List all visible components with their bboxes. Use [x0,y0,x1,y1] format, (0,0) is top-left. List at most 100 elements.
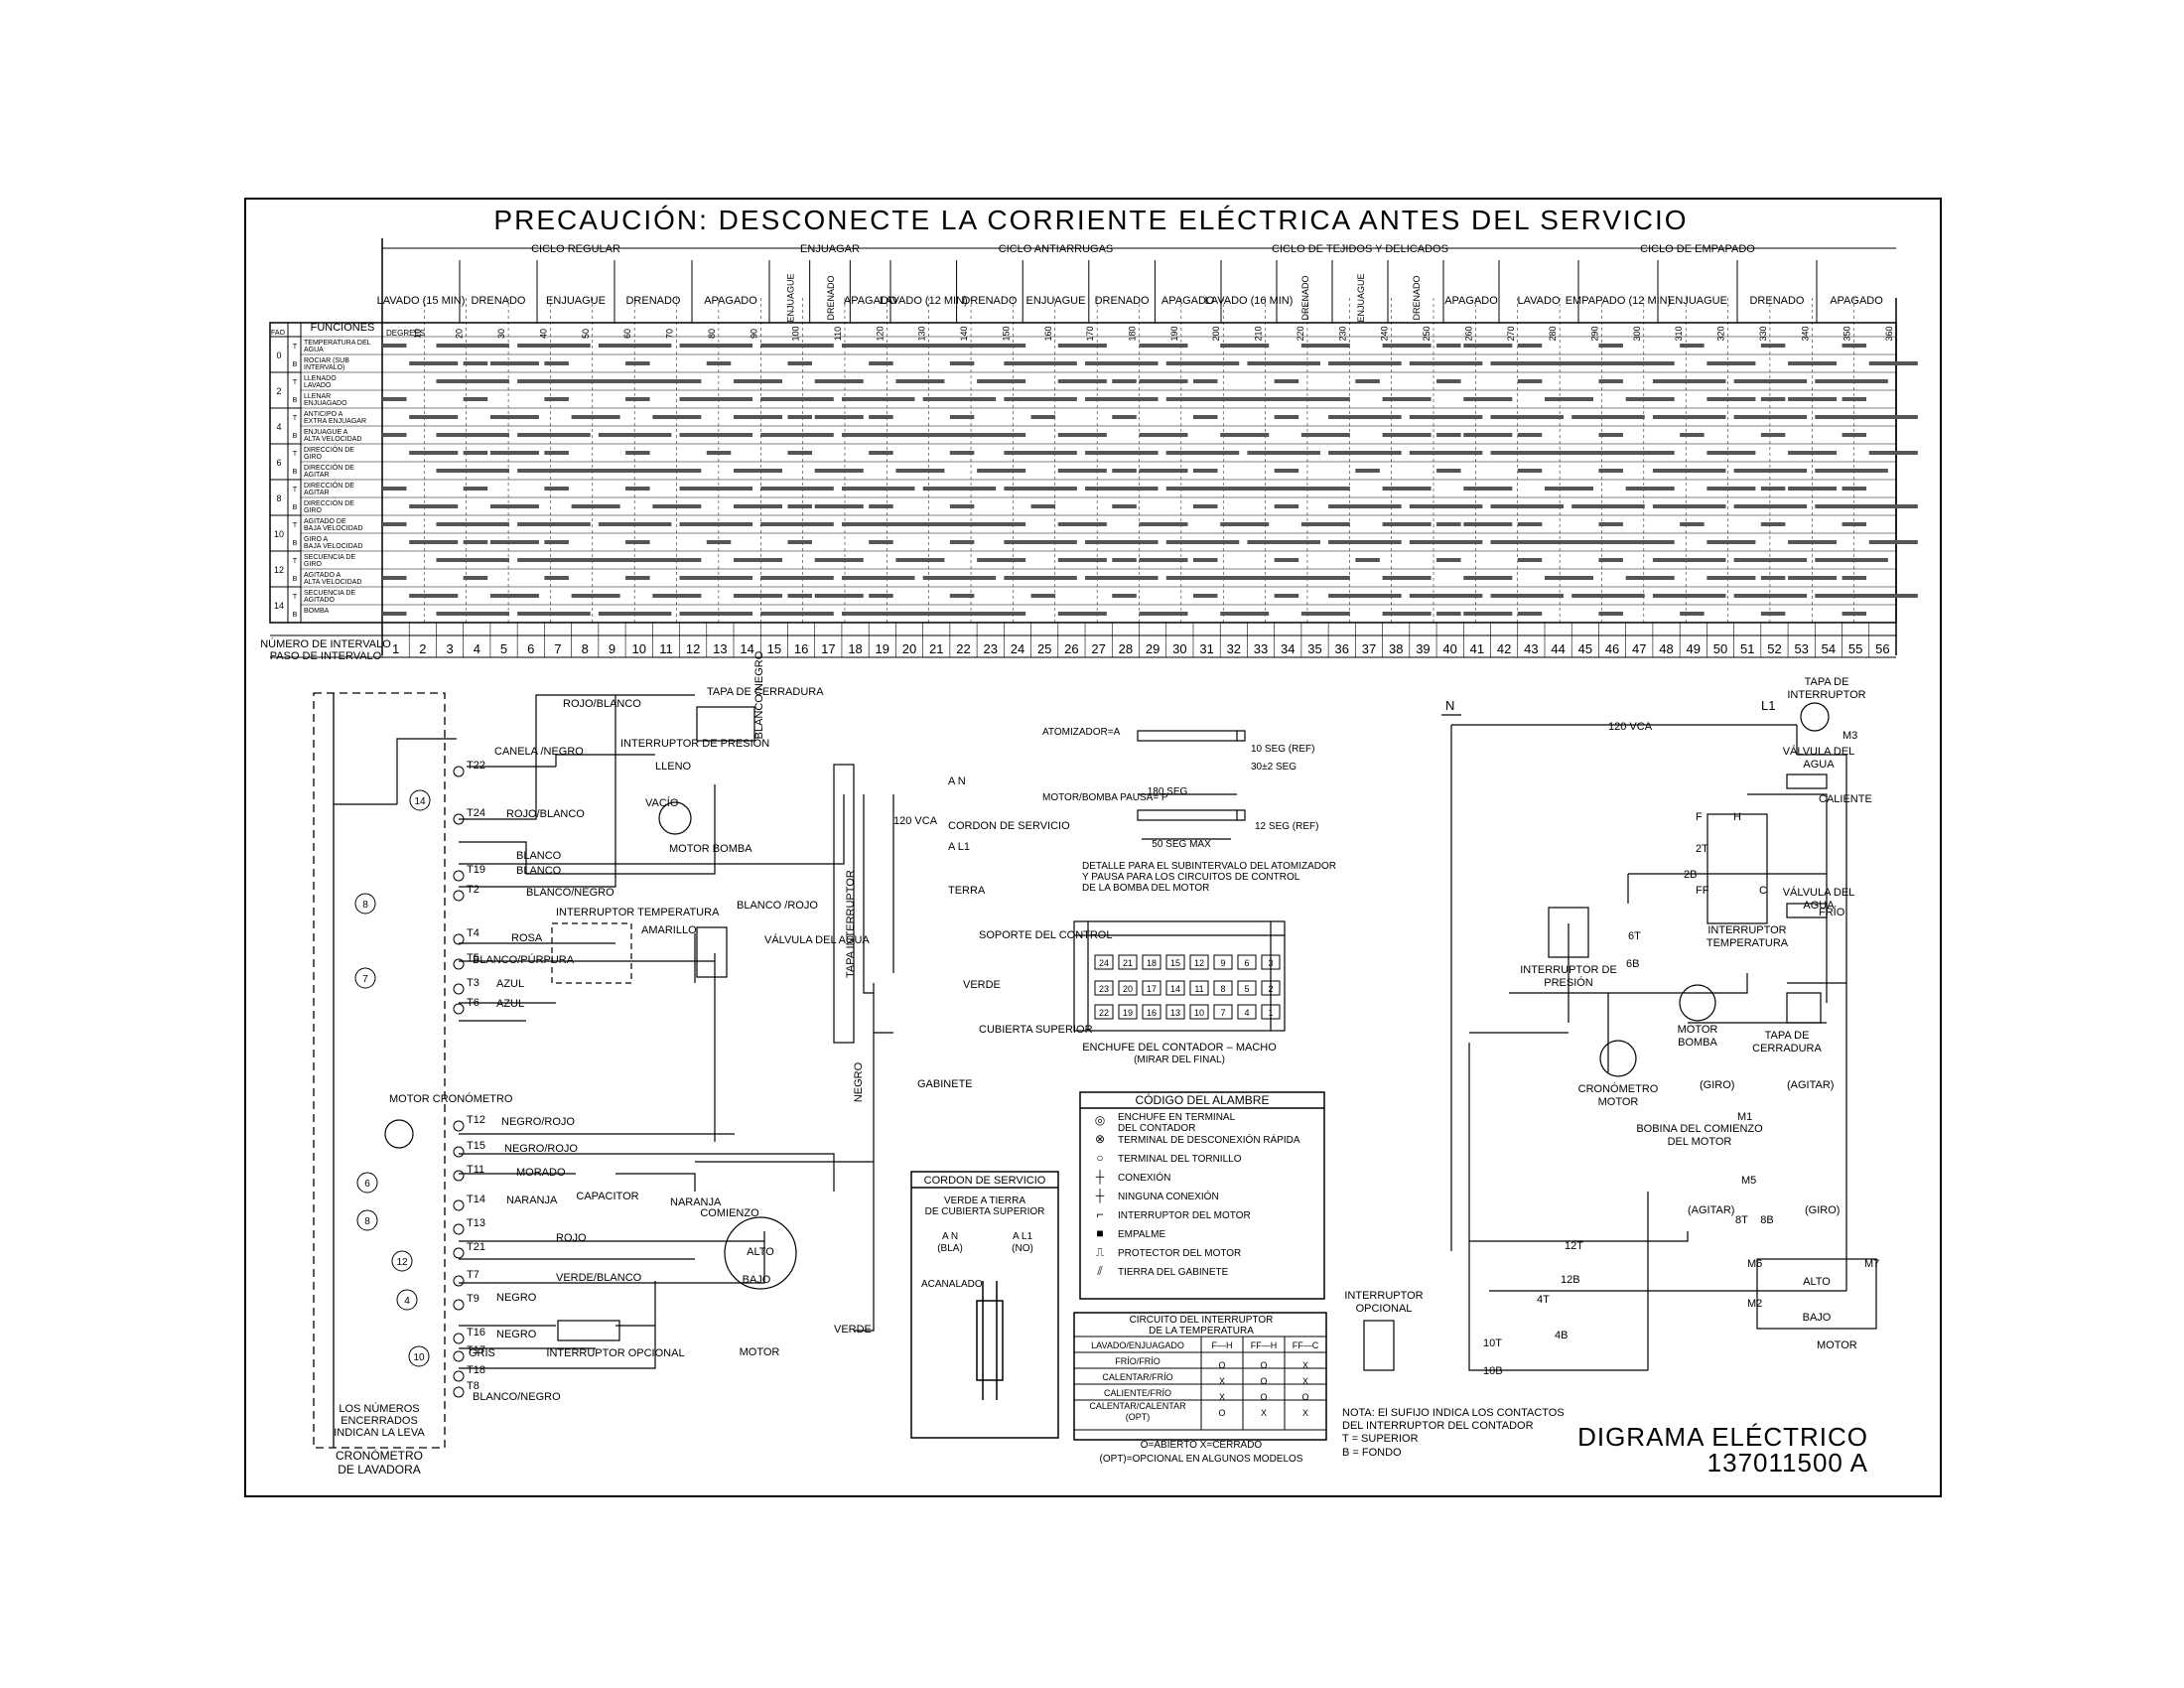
phase-label: DRENADO [1412,275,1422,320]
interval-number: 29 [1146,641,1160,656]
contact-label: T [293,379,298,386]
wire-code-symbol: ⎍ [1096,1245,1105,1259]
wire-label: AZUL [496,998,524,1010]
right-label: 120 VCA [1608,721,1653,733]
function-label: BOMBA [304,608,330,615]
function-label: TEMPERATURA DEL [304,340,371,347]
degree-label: 10 [412,329,422,339]
timing-bar [1355,379,1380,383]
spray-caption: DETALLE PARA EL SUBINTERVALO DEL ATOMIZA… [1082,861,1336,872]
terminal-circle [453,1146,465,1158]
connector-pin-label: 21 [1123,958,1133,968]
cam-circle [354,967,376,989]
timing-bar [949,451,975,455]
spray-atomizer: ATOMIZADOR=A [1042,727,1121,738]
timing-bar [760,433,834,437]
timing-bar [1598,433,1623,437]
interval-number: 55 [1848,641,1862,656]
function-label: SECUENCIA DE [304,554,355,561]
degree-label: 30 [496,329,506,339]
timing-bar [1490,451,1565,455]
right-label: 8T [1735,1214,1748,1226]
temp-table-cell: O [1260,1392,1267,1402]
right-label: MOTOR [1678,1024,1718,1036]
degree-label: 110 [833,327,843,341]
timing-bar [814,558,864,562]
terminal-label: T8 [467,1380,479,1392]
timing-bar [814,594,864,598]
timing-bar [652,594,702,598]
interval-number: 30 [1172,641,1186,656]
timing-bar [1680,379,1705,383]
timing-bar [1706,576,1756,580]
function-label: AGUA [304,347,324,353]
timing-bar [1192,504,1218,508]
supply-label: TERRA [948,885,986,897]
timing-bar [436,469,509,473]
function-label: BAJA VELOCIDAD [304,525,363,532]
degree-label: 160 [1043,326,1053,341]
interval-number: 31 [1199,641,1213,656]
component-label: ALTO [747,1246,774,1258]
service-cord-bla: (BLA) [937,1243,963,1254]
function-label: DIRECCIÓN DE [304,498,354,507]
contact-label: T [293,451,298,458]
function-label: LLENADO [304,375,337,382]
temp-table-title: DE LA TEMPERATURA [1149,1326,1254,1336]
timing-bar [1112,594,1137,598]
caution-title: PRECAUCIÓN: DESCONECTE LA CORRIENTE ELÉC… [493,205,1689,235]
interval-number: 45 [1578,641,1592,656]
right-label: TEMPERATURA [1706,937,1789,949]
timing-bar [489,594,539,598]
timing-bar [1733,594,1808,598]
timing-bar [409,504,459,508]
function-label: LLENAR [304,393,331,400]
cam-label: 8 [364,1216,370,1227]
terminal-label: T24 [467,807,485,819]
wire-code-item: TERMINAL DE DESCONEXIÓN RÁPIDA [1118,1133,1300,1146]
timing-bar [1355,558,1380,562]
interval-number: 1 [392,641,399,656]
interval-number: 48 [1659,641,1673,656]
temp-table-header: FF—C [1293,1340,1319,1350]
timing-bar [1706,451,1756,455]
timing-bar [1733,415,1808,419]
timing-bar [1436,612,1461,616]
degree-label: 280 [1548,326,1558,341]
timing-bar [1139,469,1188,473]
phase-label: APAGADO [844,295,897,307]
timing-bar [949,415,975,419]
timing-bar [436,433,509,437]
right-label: C [1759,885,1767,897]
cam-label: 6 [364,1179,370,1190]
right-label: L1 [1761,698,1775,713]
timing-bar [869,451,893,455]
right-label: 6T [1628,930,1641,942]
timing-bar [1382,522,1432,526]
connector-pin [1213,954,1233,970]
right-label: H [1733,811,1741,823]
wire-code-item: INTERRUPTOR DEL MOTOR [1118,1210,1251,1221]
timing-bar [652,558,702,562]
phase-label: DRENADO [1300,275,1310,320]
right-label: CRONÓMETRO [1578,1082,1659,1095]
component-label: CAPACITOR [576,1191,638,1202]
timing-bar [1517,469,1543,473]
cam-label: 7 [362,974,368,985]
ground-label: TAPA INTERRUPTOR [845,870,857,978]
component-label: MOTOR CRONÓMETRO [389,1092,513,1105]
timing-bar [1625,576,1675,580]
timing-bar [1085,361,1159,365]
timing-bar [1517,558,1543,562]
timing-bar [1842,433,1867,437]
wire-code-item: TERMINAL DEL TORNILLO [1118,1154,1242,1165]
timing-bar [949,540,975,544]
connector-pin [1213,1004,1233,1020]
timing-bar [869,361,893,365]
contact-label: B [293,504,298,511]
timing-bar [977,344,1026,348]
interval-number: 53 [1794,641,1808,656]
timing-bar [1490,540,1565,544]
timing-bar [544,451,569,455]
timing-bar [1842,576,1867,580]
